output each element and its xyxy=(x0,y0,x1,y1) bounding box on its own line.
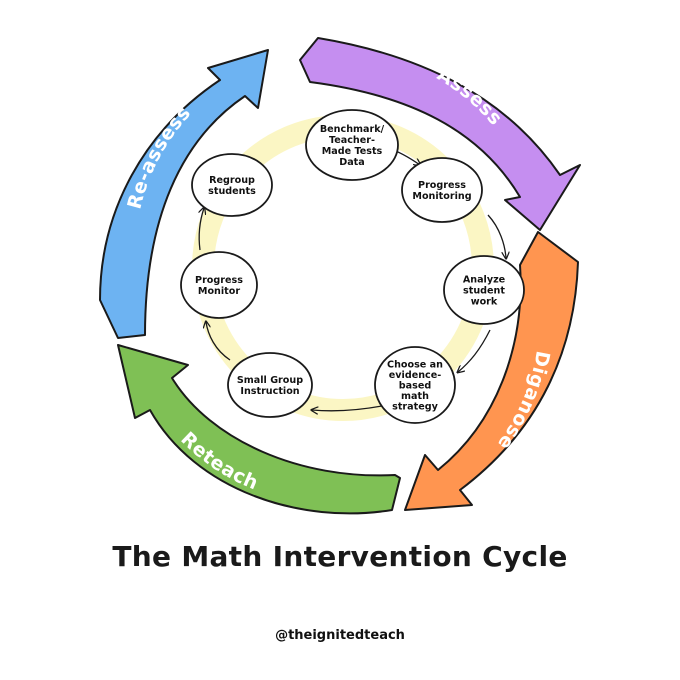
inner-step-text: Benchmark/ xyxy=(320,124,385,135)
connector-4-5 xyxy=(312,405,383,411)
inner-step-text: students xyxy=(208,186,256,197)
inner-step-text: evidence- xyxy=(389,370,441,381)
inner-step-bubble xyxy=(305,109,399,181)
inner-step-text: Small Group xyxy=(237,375,303,386)
inner-step-text: strategy xyxy=(392,402,438,413)
inner-step-bubble xyxy=(443,255,525,325)
inner-step-bubble xyxy=(401,157,483,223)
author-handle: @theignitedteach xyxy=(275,628,405,643)
inner-step-text: math xyxy=(401,391,429,402)
inner-step-text: student xyxy=(463,286,505,297)
inner-step-text: Instruction xyxy=(240,386,299,397)
assess-arrow-shape xyxy=(299,37,581,231)
inner-step-bubble xyxy=(180,251,258,319)
inner-step-text: Progress xyxy=(418,180,466,191)
inner-step-text: Made Tests xyxy=(322,146,383,157)
connector-6-7 xyxy=(199,208,204,251)
inner-step-bubble xyxy=(191,153,273,217)
reteach-arrow-shape xyxy=(117,344,401,515)
inner-step-text: Monitoring xyxy=(412,191,471,202)
connector-3-4 xyxy=(458,329,491,372)
connector-5-6 xyxy=(206,322,231,361)
inner-step-bubble xyxy=(227,352,313,418)
inner-steps: Benchmark/Teacher-Made TestsDataProgress… xyxy=(180,109,525,424)
inner-step-text: Teacher- xyxy=(329,135,375,146)
inner-step-text: Data xyxy=(339,157,365,168)
inner-step-text: Choose an xyxy=(387,360,443,371)
diagram-title: The Math Intervention Cycle xyxy=(112,540,568,573)
connector-2-3 xyxy=(487,214,506,258)
inner-step-text: work xyxy=(471,297,498,308)
inner-step-text: Progress xyxy=(195,275,243,286)
diagnose-arrow-shape xyxy=(404,231,579,511)
inner-step-text: based xyxy=(399,381,432,392)
inner-connectors xyxy=(199,147,506,411)
reassess-arrow-shape xyxy=(99,49,269,339)
inner-step-bubble xyxy=(374,346,456,424)
inner-step-text: Analyze xyxy=(463,275,506,286)
inner-step-text: Regroup xyxy=(209,175,255,186)
inner-step-text: Monitor xyxy=(198,286,240,297)
